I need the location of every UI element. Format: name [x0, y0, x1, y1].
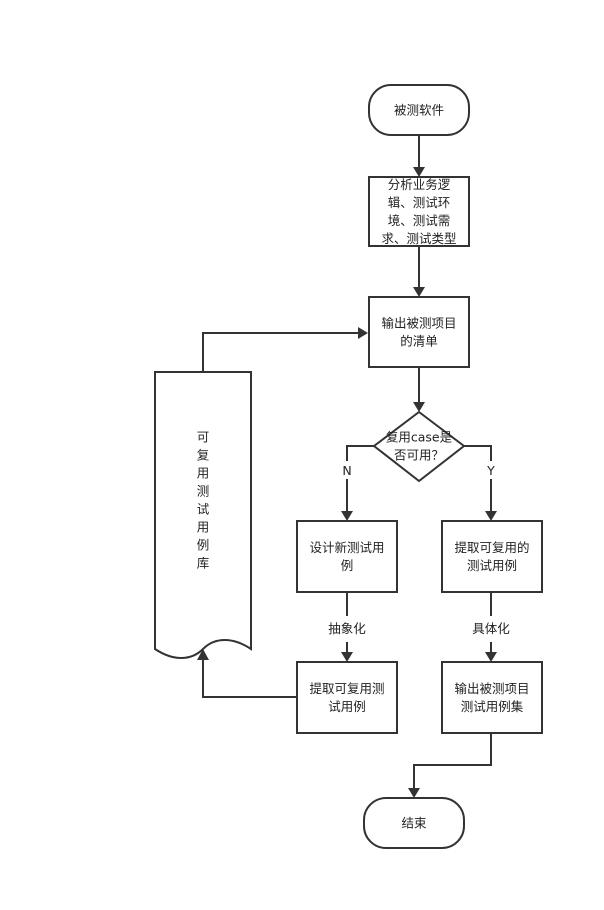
node-label-line: 结束 [401, 816, 427, 831]
node-label-line: 例 [341, 558, 354, 573]
node-label-line: 的清单 [400, 334, 438, 349]
arrowhead-extract [485, 511, 497, 521]
decision-label: 复用case是否可用？ [386, 430, 453, 463]
test-case-library-document [154, 371, 252, 659]
node-label-line: 辑、测试环 [388, 195, 451, 210]
arrowhead-design [341, 511, 353, 521]
extract-reusable-process [441, 520, 543, 593]
analyze-label: 分析业务逻辑、测试环境、测试需求、测试类型 [381, 177, 456, 246]
yes-edge-label: Y [486, 463, 495, 478]
node-label-line: 测试用例 [467, 558, 517, 573]
yes-label-bg [483, 461, 499, 479]
node-label-line: 复 [197, 448, 210, 463]
node-label-line: 可 [197, 430, 210, 445]
edge-decision-yes [464, 445, 492, 511]
output-list-process [368, 296, 470, 368]
node-label-line: 提取可复用测 [309, 681, 384, 696]
extract-reusable-label: 提取可复用的测试用例 [454, 540, 529, 573]
edge-store-to-library [202, 658, 297, 698]
arrowhead-library [197, 649, 209, 660]
start-label: 被测软件 [394, 103, 444, 118]
node-label-line: 求、测试类型 [381, 231, 456, 246]
edge-library-to-list [202, 332, 358, 372]
node-label-line: 输出被测项目 [454, 681, 529, 696]
node-label-line: 测试用例集 [461, 699, 524, 714]
no-edge-label: N [342, 463, 351, 478]
extract-store-label: 提取可复用测试用例 [309, 681, 384, 714]
node-label-line: 复用case是 [386, 430, 453, 445]
analyze-process [368, 176, 470, 247]
output-list-label: 输出被测项目的清单 [381, 316, 456, 349]
arrowheads [197, 167, 497, 798]
node-label-line: 试用例 [328, 699, 366, 714]
node-label-line: 提取可复用的 [454, 540, 529, 555]
concrete-edge-label: 具体化 [472, 621, 510, 636]
arrowhead-decision [413, 402, 425, 412]
abstract-edge-label: 抽象化 [328, 621, 366, 636]
arrowhead-end [408, 788, 420, 798]
start-terminal [368, 84, 470, 136]
arrowhead-analyze [413, 167, 425, 177]
arrowhead-store [341, 652, 353, 662]
node-label-line: 库 [197, 556, 210, 571]
node-label-line: 设计新测试用 [309, 540, 384, 555]
design-new-label: 设计新测试用例 [309, 540, 384, 573]
node-label-line: 试 [197, 502, 210, 517]
node-label-line: 输出被测项目 [381, 316, 456, 331]
arrowhead-list [413, 287, 425, 297]
node-label-line: 用 [197, 520, 210, 535]
reuse-decision [372, 410, 466, 483]
extract-reusable-store-process [296, 661, 398, 734]
node-label-line: 用 [197, 466, 210, 481]
no-label-bg [339, 461, 355, 479]
output-set-label: 输出被测项目测试用例集 [454, 681, 529, 714]
arrowhead-set [485, 652, 497, 662]
edge-set-to-end [413, 733, 492, 788]
connectors [202, 135, 492, 788]
edge-decision-no [346, 445, 374, 511]
node-label-line: 例 [197, 538, 210, 553]
output-set-process [441, 661, 543, 734]
node-label-line: 分析业务逻 [388, 177, 451, 192]
arrowhead-list-left [358, 327, 368, 339]
node-label-line: 境、测试需 [388, 213, 451, 228]
library-label: 可复用测试用例库 [197, 430, 210, 571]
node-label-line: 测 [197, 484, 210, 499]
end-terminal [363, 797, 465, 849]
design-new-process [296, 520, 398, 593]
end-label: 结束 [401, 816, 427, 831]
node-label-line: 被测软件 [394, 103, 444, 118]
node-label-line: 否可用？ [394, 448, 444, 463]
